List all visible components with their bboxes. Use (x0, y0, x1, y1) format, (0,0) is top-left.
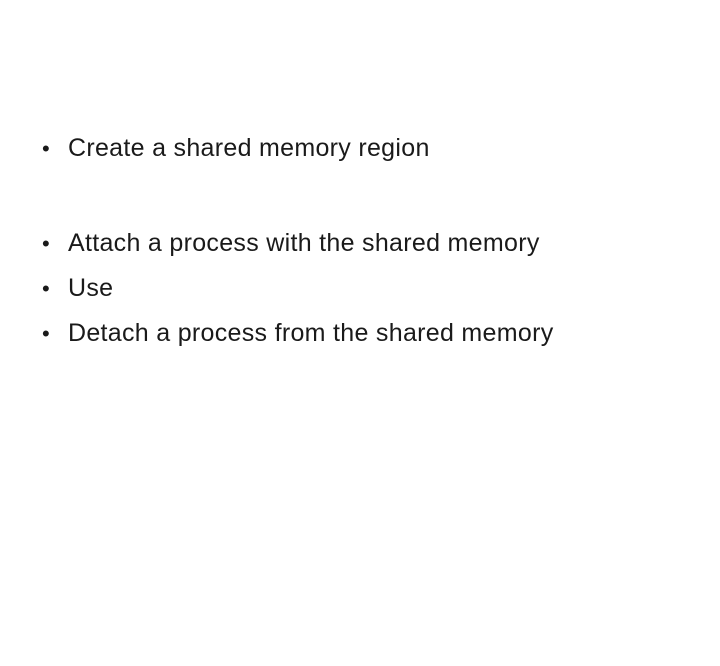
bullet-text: Attach a process with the shared memory (68, 229, 540, 257)
slide: • Create a shared memory region • Attach… (0, 126, 720, 666)
bullet-icon: • (42, 135, 51, 161)
bullet-item-create: • Create a shared memory region (0, 126, 720, 171)
bullet-text: Detach a process from the shared memory (68, 319, 554, 347)
bullet-icon: • (42, 230, 51, 256)
bullet-icon: • (42, 275, 51, 301)
bullet-item-use: • Use (0, 266, 720, 311)
bullet-text: Use (68, 274, 114, 302)
bullet-icon: • (42, 320, 51, 346)
bullet-text: Create a shared memory region (68, 134, 430, 162)
bullet-list: • Create a shared memory region • Attach… (0, 126, 720, 356)
bullet-item-detach: • Detach a process from the shared memor… (0, 311, 720, 356)
bullet-item-attach: • Attach a process with the shared memor… (0, 221, 720, 266)
